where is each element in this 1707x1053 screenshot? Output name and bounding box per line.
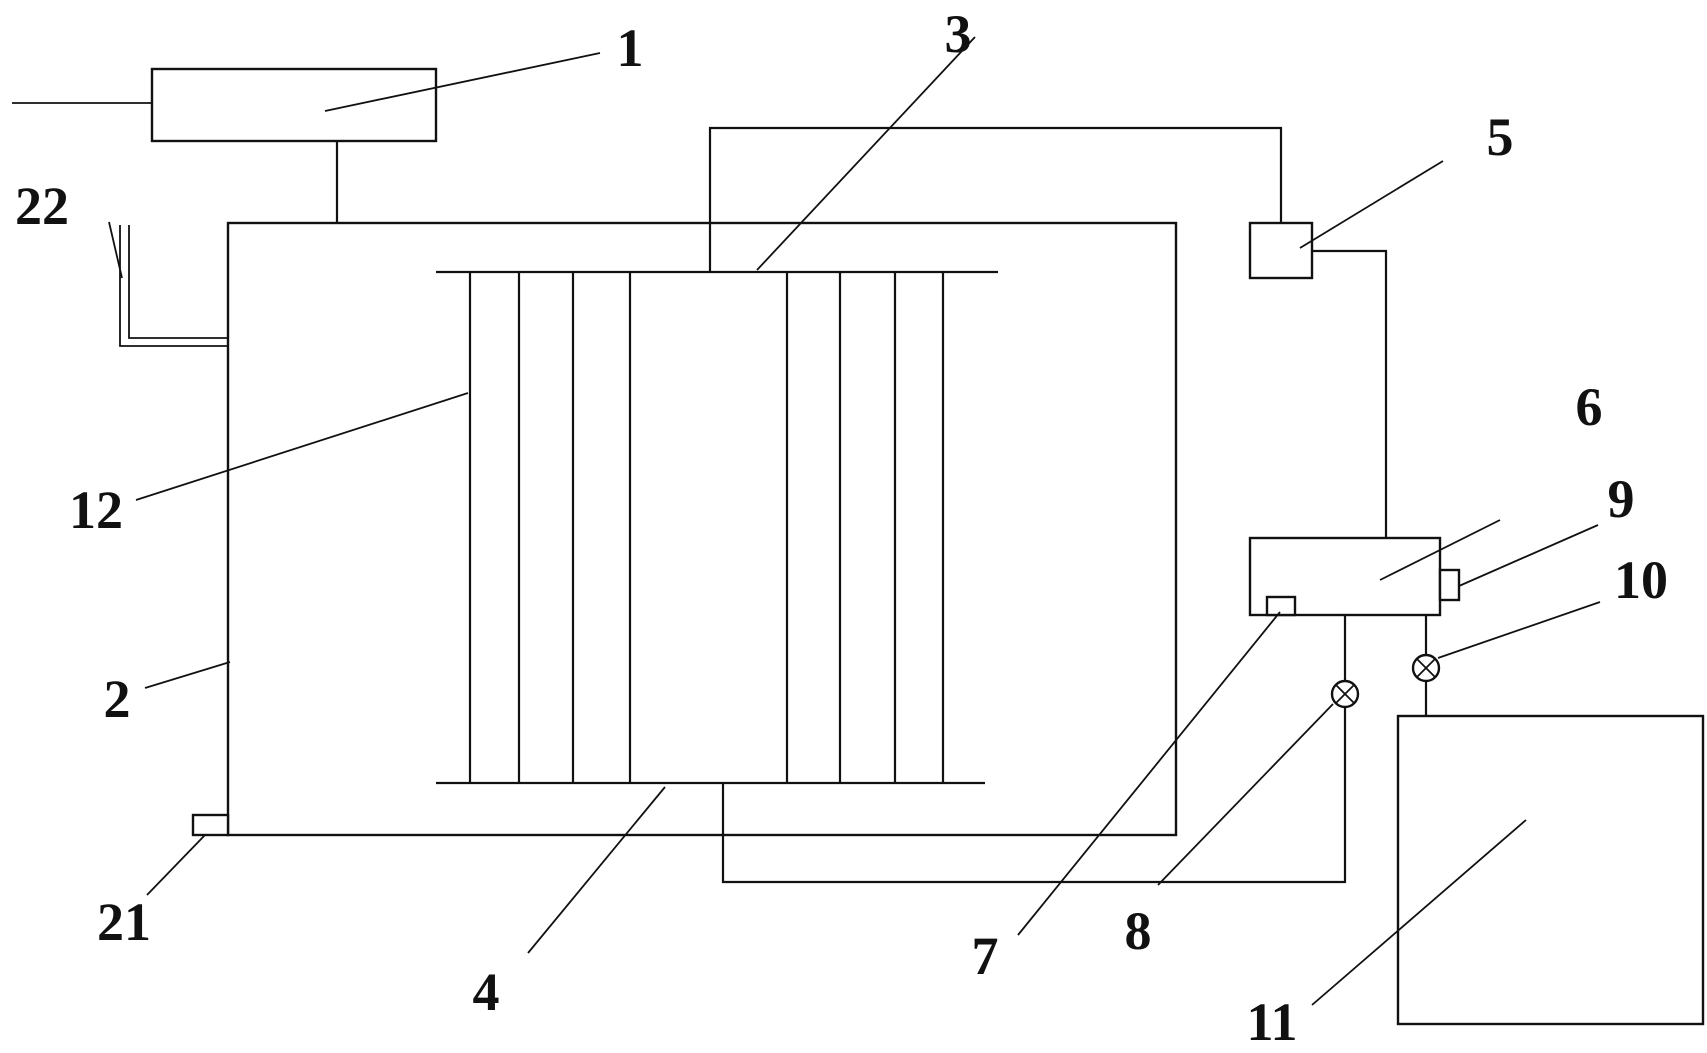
label-8: 8 — [1125, 901, 1152, 961]
label-22: 22 — [15, 176, 69, 236]
component-21-drain — [191, 813, 230, 837]
leader-22 — [108, 221, 123, 279]
component-1-unit — [12, 67, 438, 223]
leader-2 — [144, 661, 231, 689]
label-5: 5 — [1487, 107, 1514, 167]
lower-wire — [721, 615, 1347, 884]
component-7-sensor — [1265, 595, 1297, 617]
leader-12 — [135, 392, 469, 501]
component-22-inlet-pipe — [119, 225, 228, 347]
leader-9 — [1458, 524, 1599, 587]
leader-21 — [146, 834, 206, 896]
label-4: 4 — [473, 962, 500, 1022]
upper-wire — [708, 126, 1283, 272]
leader-7 — [1017, 611, 1281, 936]
label-12: 12 — [69, 480, 123, 540]
label-6: 6 — [1576, 377, 1603, 437]
component-10-valve — [1411, 653, 1441, 683]
leader-3 — [756, 36, 976, 271]
label-2: 2 — [104, 669, 131, 729]
leader-6 — [1379, 519, 1501, 581]
label-7: 7 — [972, 926, 999, 986]
leader-4 — [527, 786, 666, 954]
label-21: 21 — [97, 892, 151, 952]
component-9-port — [1438, 568, 1461, 602]
leader-5 — [1299, 160, 1444, 249]
component-2-tank — [226, 221, 1178, 837]
electrode-assembly — [436, 270, 998, 785]
leader-lines — [108, 36, 1601, 1006]
leader-8 — [1157, 703, 1334, 886]
label-1: 1 — [617, 18, 644, 78]
leader-11 — [1311, 819, 1527, 1006]
component-5-unit — [1248, 221, 1314, 280]
component-11-tank — [1396, 714, 1705, 1026]
label-10: 10 — [1614, 550, 1668, 610]
leader-1 — [324, 52, 601, 112]
label-11: 11 — [1246, 992, 1297, 1052]
component-8-valve — [1330, 679, 1360, 709]
label-3: 3 — [945, 4, 972, 64]
wire-5-to-6 — [1312, 249, 1388, 538]
label-9: 9 — [1608, 469, 1635, 529]
leader-10 — [1437, 601, 1601, 659]
